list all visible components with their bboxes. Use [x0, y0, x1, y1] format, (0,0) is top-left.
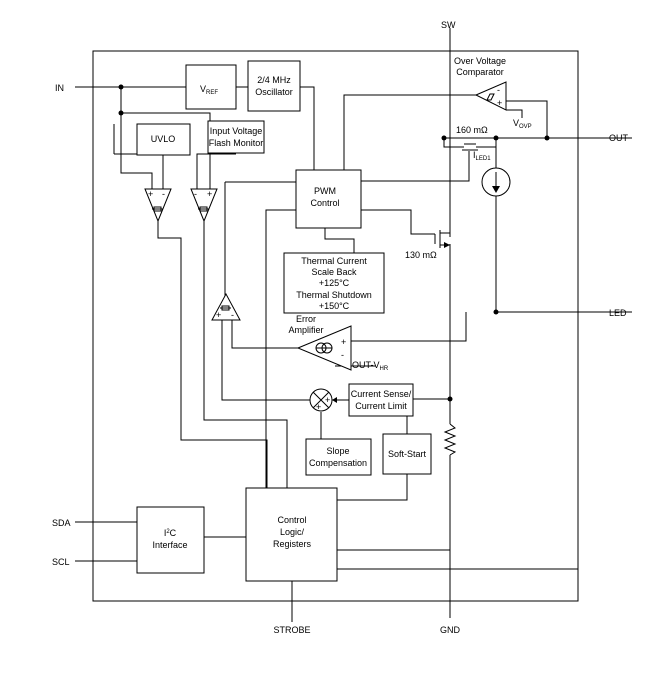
svg-text:Control: Control — [310, 198, 339, 208]
svg-text:+150°C: +150°C — [319, 301, 350, 311]
svg-text:Input Voltage: Input Voltage — [210, 126, 263, 136]
svg-text:+: + — [316, 402, 321, 412]
svg-text:I2C: I2C — [164, 528, 177, 538]
pin-sw: SW — [441, 20, 456, 30]
iled-label: ILED1 — [473, 150, 491, 162]
svg-text:+: + — [497, 98, 502, 108]
pin-sda: SDA — [52, 518, 71, 528]
svg-text:UVLO: UVLO — [151, 134, 176, 144]
pwm-control-block: PWM Control — [295, 169, 362, 229]
error-amplifier-icon: + - — [296, 325, 352, 371]
uvlo-comparator-icon: + - — [144, 188, 172, 223]
ivfm-block: Input Voltage Flash Monitor — [207, 120, 265, 154]
slope-compensation-block: Slope Compensation — [305, 438, 372, 476]
svg-text:Scale Back: Scale Back — [311, 267, 357, 277]
ovp-label: Over Voltage — [454, 56, 506, 66]
svg-text:+125°C: +125°C — [319, 278, 350, 288]
current-source-icon — [481, 167, 511, 197]
svg-text:-: - — [231, 310, 234, 320]
svg-text:-: - — [341, 350, 344, 360]
oscillator-block: 2/4 MHz Oscillator — [247, 60, 301, 112]
soft-start-block: Soft-Start — [382, 433, 432, 475]
out-vhr-label: OUT-VHR — [352, 360, 389, 372]
ivfm-comparator-icon: - + — [190, 188, 218, 223]
svg-text:+: + — [325, 395, 330, 405]
svg-text:Current Limit: Current Limit — [355, 401, 407, 411]
svg-text:-: - — [497, 85, 500, 95]
pin-gnd: GND — [440, 625, 461, 635]
summing-junction-icon: + + — [309, 388, 337, 412]
svg-text:Registers: Registers — [273, 539, 312, 549]
vovp-label: VOVP — [513, 118, 532, 130]
svg-text:Interface: Interface — [152, 540, 187, 550]
uvlo-block: UVLO — [136, 123, 191, 156]
svg-text:Current Sense/: Current Sense/ — [351, 389, 412, 399]
svg-text:Logic/: Logic/ — [280, 527, 305, 537]
pin-out: OUT — [609, 133, 629, 143]
svg-text:+: + — [148, 189, 153, 199]
svg-text:Slope: Slope — [326, 446, 349, 456]
svg-text:+: + — [216, 310, 221, 320]
svg-text:Control: Control — [277, 515, 306, 525]
feedback-comparator-icon: + - — [211, 292, 241, 321]
svg-text:Compensation: Compensation — [309, 458, 367, 468]
error-amp-label: Error — [296, 314, 316, 324]
ovp-label-2: Comparator — [456, 67, 504, 77]
sense-resistor-icon — [443, 423, 457, 456]
vref-block: VREF — [185, 64, 237, 110]
svg-text:Thermal Current: Thermal Current — [301, 256, 367, 266]
high-side-fet-icon — [462, 143, 478, 151]
svg-text:+: + — [207, 189, 212, 199]
svg-text:Flash Monitor: Flash Monitor — [209, 138, 264, 148]
svg-text:Thermal Shutdown: Thermal Shutdown — [296, 290, 372, 300]
ovp-comparator-icon: - + — [474, 81, 507, 111]
svg-text:+: + — [341, 337, 346, 347]
r160-label: 160 mΩ — [456, 125, 488, 135]
i2c-interface-block: I2C Interface — [136, 506, 205, 574]
low-side-fet-icon — [434, 230, 450, 248]
r130-label: 130 mΩ — [405, 250, 437, 260]
svg-text:PWM: PWM — [314, 186, 336, 196]
svg-text:Soft-Start: Soft-Start — [388, 449, 427, 459]
error-amp-label-2: Amplifier — [288, 325, 323, 335]
junction-dots — [118, 84, 550, 402]
svg-text:Oscillator: Oscillator — [255, 87, 293, 97]
svg-text:-: - — [162, 189, 165, 199]
control-logic-block: Control Logic/ Registers — [245, 487, 338, 582]
thermal-block: Thermal Current Scale Back +125°C Therma… — [283, 252, 385, 314]
svg-text:-: - — [194, 189, 197, 199]
pin-strobe: STROBE — [273, 625, 310, 635]
svg-text:VREF: VREF — [200, 84, 218, 96]
pin-in: IN — [55, 83, 64, 93]
chip-boundary — [92, 50, 579, 602]
pin-led: LED — [609, 308, 627, 318]
pin-scl: SCL — [52, 557, 70, 567]
current-sense-block: Current Sense/ Current Limit — [348, 383, 414, 417]
svg-text:2/4 MHz: 2/4 MHz — [257, 75, 291, 85]
